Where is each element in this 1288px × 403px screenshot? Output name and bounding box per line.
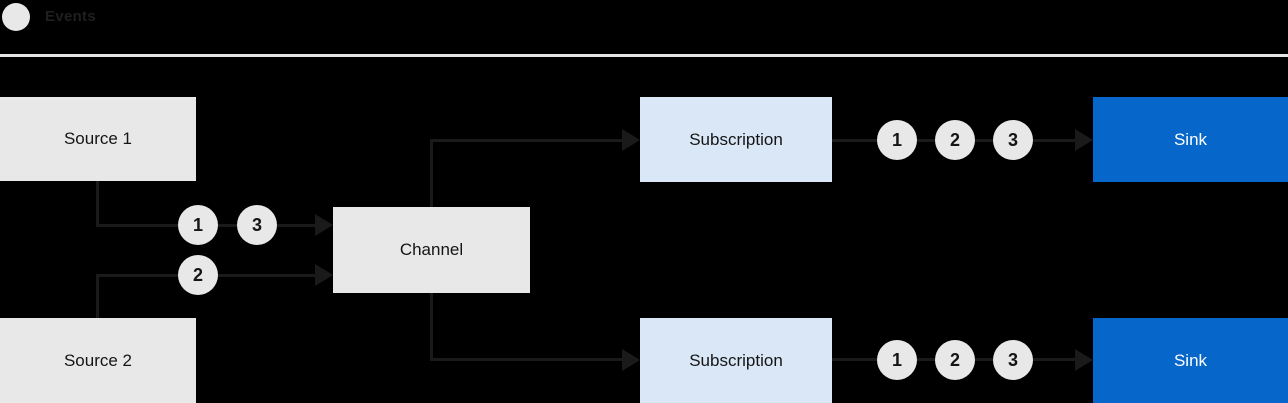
node-label: Sink — [1173, 129, 1208, 149]
legend-divider — [0, 54, 1288, 57]
node-source-2: Source 2 — [0, 318, 196, 403]
node-label: Source 2 — [63, 350, 133, 370]
event-marker: 1 — [877, 120, 917, 160]
node-sink-1: Sink — [1093, 97, 1288, 182]
node-label: Sink — [1173, 350, 1208, 370]
event-marker: 1 — [178, 205, 218, 245]
node-label: Channel — [399, 240, 464, 259]
node-subscription-1: Subscription — [640, 97, 832, 182]
event-marker: 3 — [993, 120, 1033, 160]
event-marker: 2 — [178, 255, 218, 295]
node-label: Subscription — [689, 129, 783, 149]
event-marker: 3 — [237, 205, 277, 245]
arrow-right-icon — [622, 129, 640, 151]
node-sink-2: Sink — [1093, 318, 1288, 403]
connector-source1-channel-vertical — [96, 181, 99, 227]
arrow-right-icon — [1075, 349, 1093, 371]
legend-label: Events — [45, 8, 96, 25]
connector-channel-subscription2-vertical — [430, 293, 433, 361]
event-marker: 3 — [993, 340, 1033, 380]
connector-channel-subscription1-horizontal — [430, 139, 622, 142]
node-label: Source 1 — [63, 129, 133, 148]
event-marker: 2 — [935, 120, 975, 160]
arrow-right-icon — [315, 214, 333, 236]
arrow-right-icon — [622, 349, 640, 371]
event-legend-icon — [2, 3, 30, 31]
node-channel: Channel — [333, 207, 530, 293]
connector-channel-subscription2-horizontal — [430, 358, 622, 361]
event-marker: 2 — [935, 340, 975, 380]
arrow-right-icon — [1075, 129, 1093, 151]
connector-channel-subscription1-vertical — [430, 139, 433, 207]
event-marker: 1 — [877, 340, 917, 380]
node-source-1: Source 1 — [0, 97, 196, 181]
connector-source2-channel-vertical — [96, 274, 99, 318]
arrow-right-icon — [315, 264, 333, 286]
node-label: Subscription — [689, 350, 783, 370]
node-subscription-2: Subscription — [640, 318, 832, 403]
